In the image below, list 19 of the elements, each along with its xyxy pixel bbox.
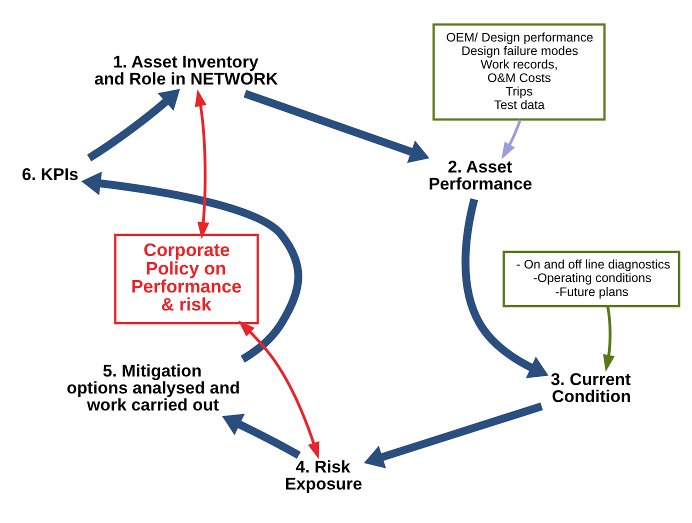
node-text: 3. Current Condition [550, 370, 631, 406]
node-text: 2. Asset Performance [428, 158, 532, 194]
arrow [462, 198, 548, 378]
node-box: OEM/ Design performance Design failure modes Work records, O&M Costs Trips Test data [432, 23, 606, 121]
arrow [87, 88, 180, 162]
node-text: 1. Asset Inventory and Role in NETWORK [94, 52, 278, 88]
arrow [222, 414, 301, 459]
arrow [81, 172, 302, 363]
arrow [244, 90, 430, 163]
node-text: 5. Mitigation options analysed and work carried out [66, 361, 240, 414]
arrow [501, 119, 522, 160]
node-box: Corporate Policy on Performance & risk [114, 234, 259, 324]
arrow [603, 306, 615, 372]
arrow [194, 89, 210, 240]
node-text: 6. KPIs [22, 165, 78, 184]
arrow [238, 320, 320, 460]
arrow [364, 402, 543, 468]
node-box: - On and off line diagnostics -Operating conditions -Future plans [502, 250, 680, 308]
node-text: 4. Risk Exposure [284, 457, 362, 494]
